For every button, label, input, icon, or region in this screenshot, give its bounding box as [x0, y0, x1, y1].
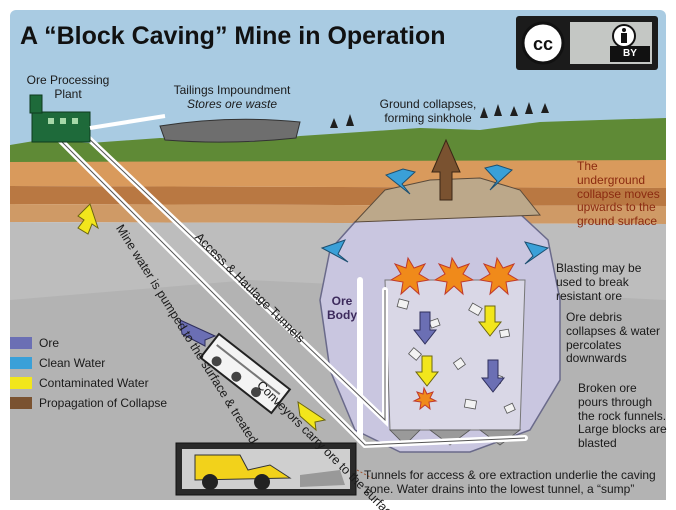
trees — [330, 102, 549, 128]
legend-item-ore: Ore — [10, 333, 167, 353]
legend-swatch-contaminated-water — [10, 377, 32, 389]
label-tailings-title: Tailings Impoundment — [173, 83, 291, 97]
cc-by-badge: cc BY — [516, 16, 658, 70]
label-ground-collapses: Ground collapses, forming sinkhole — [379, 97, 477, 125]
pipeline — [89, 114, 166, 130]
cc-text: cc — [533, 34, 553, 54]
loader-vehicle — [194, 454, 345, 490]
soil-layer-3 — [10, 204, 666, 224]
blast-markers — [389, 256, 520, 411]
conveyor-inset — [199, 332, 292, 415]
grass-surface — [10, 118, 666, 168]
clean-water-arrows — [320, 164, 550, 265]
ore-arrows — [179, 311, 506, 393]
label-tunnels-note: Tunnels for access & ore extraction unde… — [364, 468, 656, 496]
cc-logo-icon: cc — [521, 21, 565, 65]
legend-label-contaminated-water: Contaminated Water — [39, 376, 149, 390]
contaminated-water-arrows — [77, 203, 503, 432]
label-broken-ore: Broken ore pours through the rock funnel… — [578, 381, 667, 451]
legend-label-clean-water: Clean Water — [39, 356, 106, 370]
legend-item-contaminated-water: Contaminated Water — [10, 373, 167, 393]
legend-item-clean-water: Clean Water — [10, 353, 167, 373]
tunnels-note-leader — [356, 469, 373, 479]
legend-label-propagation: Propagation of Collapse — [39, 396, 168, 410]
label-ore-debris: Ore debris collapses & water percolates … — [566, 310, 661, 366]
label-ore-body: Ore Body — [327, 294, 357, 322]
label-tailings-subtitle: Stores ore waste — [186, 97, 278, 111]
by-text: BY — [610, 46, 650, 62]
page-title: A “Block Caving” Mine in Operation — [20, 22, 446, 50]
label-ore-processing-plant: Ore Processing Plant — [26, 73, 110, 101]
legend-swatch-ore — [10, 337, 32, 349]
legend-item-propagation: Propagation of Collapse — [10, 393, 167, 413]
sky — [10, 10, 666, 150]
tailings-impoundment — [159, 118, 301, 143]
ore-processing-plant — [29, 94, 91, 143]
tunnel-outlines — [54, 134, 526, 446]
collapse-arrow — [431, 138, 461, 201]
legend: Ore Clean Water Contaminated Water Propa… — [10, 333, 167, 413]
label-blasting: Blasting may be used to break resistant … — [556, 261, 642, 303]
soil-layer-1 — [10, 160, 666, 188]
legend-swatch-propagation — [10, 397, 32, 409]
legend-swatch-clean-water — [10, 357, 32, 369]
label-underground-collapse: The underground collapse moves upwards t… — [577, 159, 660, 229]
legend-label-ore: Ore — [39, 336, 60, 350]
